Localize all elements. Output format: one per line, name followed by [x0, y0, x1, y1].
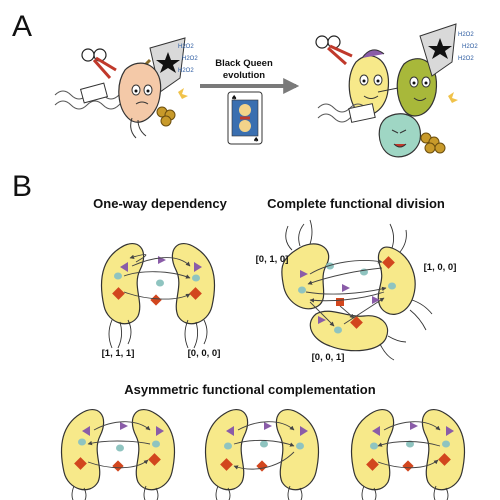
- teal-oval: [78, 438, 86, 446]
- queen-of-spades-card-icon: ♠ ♠: [227, 91, 263, 145]
- purple-triangle: [156, 426, 164, 436]
- svg-text:♠: ♠: [231, 94, 237, 102]
- red-diamond: [256, 460, 268, 472]
- purple-triangle: [446, 426, 454, 436]
- h2o2-label: H2O2: [458, 32, 474, 38]
- red-diamond: [148, 453, 161, 466]
- scissors-icon: [315, 35, 353, 66]
- teal-oval: [114, 272, 122, 280]
- scissors-icon: [81, 48, 117, 79]
- asymmetric-complementation-title: Asymmetric functional complementation: [124, 382, 375, 397]
- sword-shield-icon: [419, 23, 457, 77]
- panel-b-letter: B: [12, 170, 32, 203]
- cell-top-left: [281, 243, 330, 310]
- red-diamond: [220, 458, 233, 471]
- arrow-label-line1: Black Queen: [215, 58, 273, 69]
- complete-division-diagram: [0, 1, 0] [1, 0, 0] [0, 0, 1]: [256, 219, 457, 363]
- purple-triangle: [410, 422, 418, 430]
- svg-text:♠: ♠: [253, 136, 259, 144]
- purple-triangle: [300, 426, 308, 436]
- complete-functional-division-title: Complete functional division: [267, 196, 445, 211]
- red-diamond: [112, 287, 125, 300]
- complete-right-vector: [1, 0, 0]: [424, 262, 457, 273]
- teal-oval: [326, 262, 334, 270]
- cell-left: [60, 408, 105, 491]
- teal-oval: [152, 440, 160, 448]
- teal-oval: [260, 440, 268, 448]
- purple-triangle: [264, 422, 272, 430]
- complete-top-vector: [0, 1, 0]: [256, 254, 289, 265]
- h2o2-label: H2O2: [462, 44, 478, 50]
- one-way-right-vector: [0, 0, 0]: [188, 348, 221, 359]
- purple-triangle: [226, 426, 234, 436]
- asymmetric-pair-2: [204, 408, 320, 500]
- cell-right: [275, 408, 320, 491]
- cell-bottom: [309, 310, 389, 352]
- asymmetric-pair-1: [60, 408, 176, 500]
- purple-triangle: [120, 262, 128, 272]
- teal-oval: [156, 279, 164, 287]
- teal-oval: [388, 282, 396, 290]
- panel-a-ancestor-cell: H2O2 H2O2 H2O2: [54, 37, 198, 139]
- teal-oval: [334, 326, 342, 334]
- cell-right: [377, 246, 416, 315]
- one-way-dependency-title: One-way dependency: [93, 196, 227, 211]
- red-diamond: [189, 287, 202, 300]
- teal-oval: [116, 444, 124, 452]
- purple-triangle: [300, 270, 308, 278]
- purple-triangle: [342, 284, 350, 292]
- purple-triangle: [318, 316, 326, 324]
- arrow-label-line2: evolution: [223, 70, 265, 81]
- panel-a-evolved-community: H2O2 H2O2 H2O2: [315, 23, 478, 158]
- purple-triangle: [372, 426, 380, 436]
- cell-left: [204, 408, 249, 491]
- h2o2-label: H2O2: [178, 44, 194, 50]
- red-diamond: [366, 458, 379, 471]
- cell-left: [100, 242, 145, 325]
- red-diamond: [402, 460, 414, 472]
- purple-triangle: [194, 262, 202, 272]
- red-diamond: [438, 453, 451, 466]
- cell-left: [350, 408, 395, 491]
- teal-oval: [192, 274, 200, 282]
- cell-right: [171, 242, 216, 325]
- teal-oval: [224, 442, 232, 450]
- red-diamond: [382, 256, 395, 269]
- one-way-left-vector: [1, 1, 1]: [102, 348, 135, 359]
- cell-right: [421, 408, 466, 491]
- purple-triangle: [82, 426, 90, 436]
- red-square: [336, 298, 344, 306]
- red-diamond: [150, 294, 162, 306]
- red-diamond: [74, 457, 87, 470]
- complete-bottom-vector: [0, 0, 1]: [312, 352, 345, 363]
- h2o2-label: H2O2: [182, 56, 198, 62]
- red-diamond: [112, 460, 124, 472]
- teal-oval: [298, 286, 306, 294]
- one-way-dependency-diagram: [1, 1, 1] [0, 0, 0]: [100, 242, 221, 359]
- teal-oval: [370, 442, 378, 450]
- red-diamond: [350, 316, 363, 329]
- purple-triangle: [372, 296, 380, 304]
- teal-oval: [296, 442, 304, 450]
- purple-triangle: [120, 422, 128, 430]
- teal-oval: [442, 440, 450, 448]
- panel-a-letter: A: [12, 10, 32, 43]
- teal-oval: [406, 440, 414, 448]
- h2o2-label: H2O2: [178, 68, 194, 74]
- asymmetric-pair-3: [350, 408, 466, 500]
- cell-right: [131, 408, 176, 491]
- h2o2-label: H2O2: [458, 56, 474, 62]
